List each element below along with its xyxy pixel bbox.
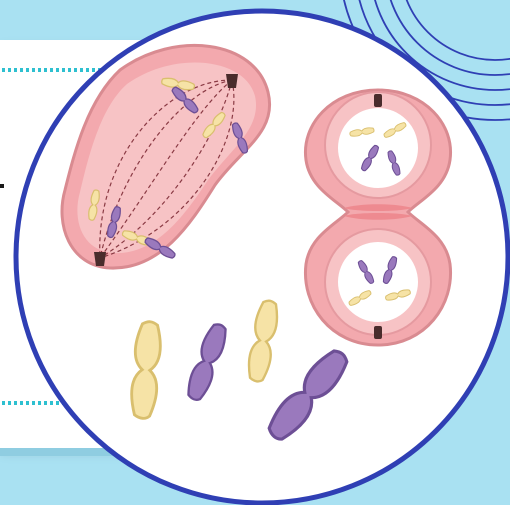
- card-bullet: [0, 184, 4, 188]
